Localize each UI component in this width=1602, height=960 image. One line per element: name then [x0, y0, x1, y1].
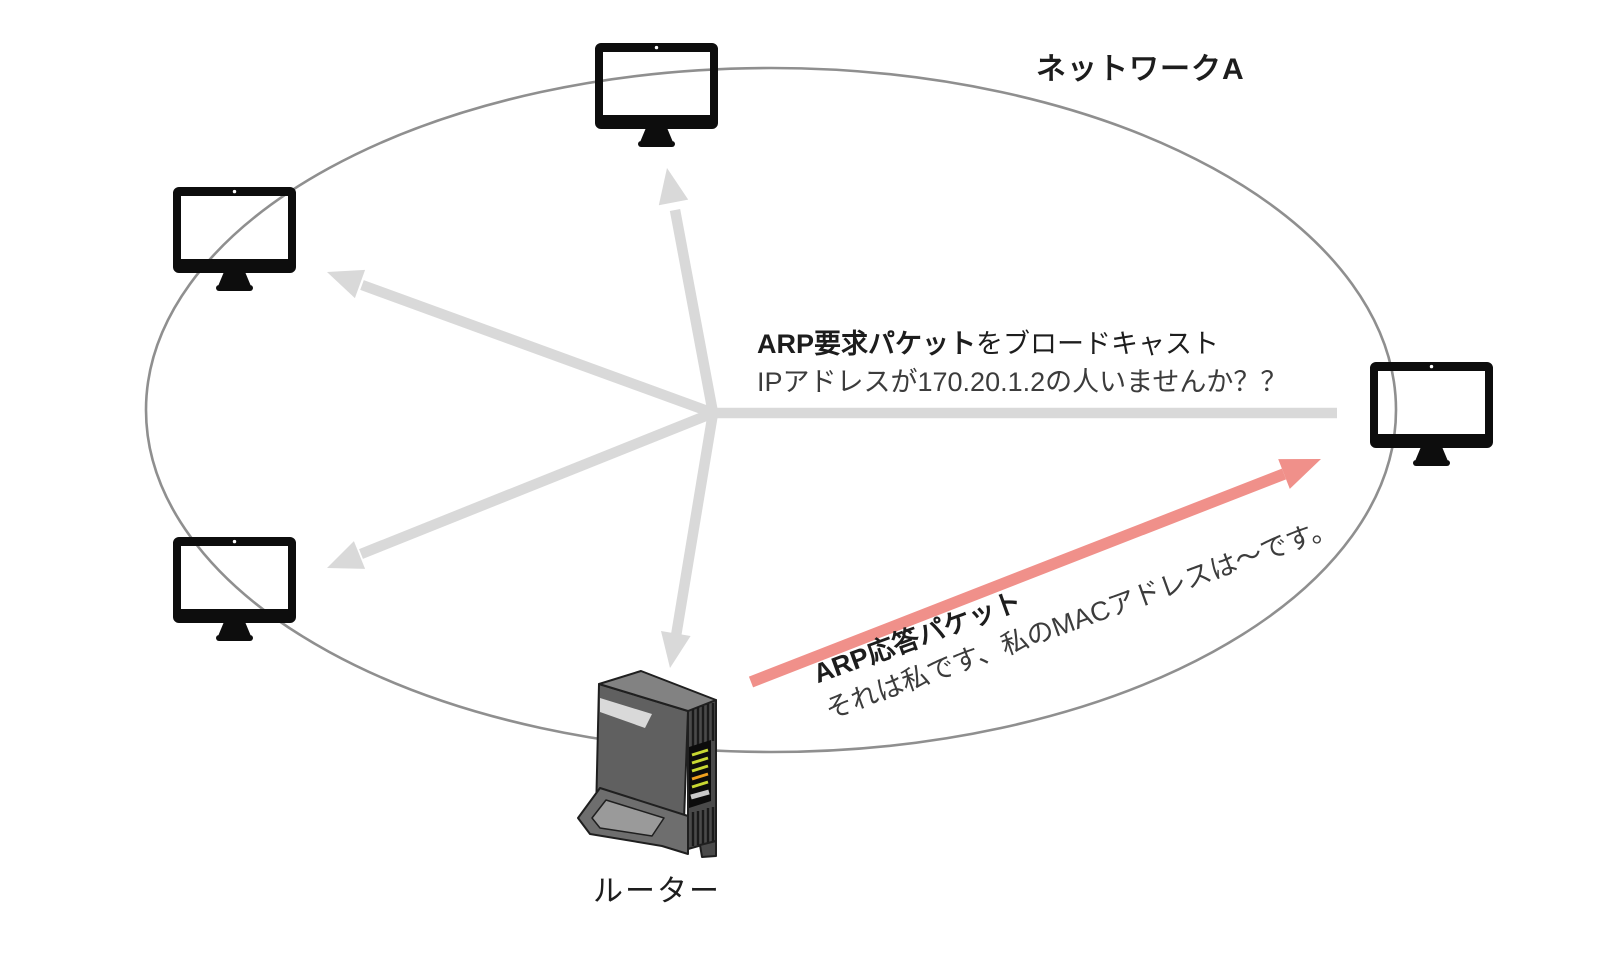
computer-icon-left-lower: [173, 537, 296, 641]
broadcast-arrow-upper-left: [327, 269, 715, 418]
broadcast-caption-line1: ARP要求パケットをブロードキャスト: [757, 328, 1219, 360]
network-title: ネットワークA: [1036, 53, 1245, 86]
router-label: ルーター: [593, 875, 721, 908]
arp-reply-arrow: [748, 459, 1321, 688]
router-vents-top: [691, 703, 715, 746]
broadcast-caption-line2: IPアドレスが170.20.1.2の人いませんか？？: [757, 367, 1288, 397]
router-leds: [690, 748, 710, 800]
router-stripe: [600, 698, 652, 728]
broadcast-arrows: [327, 168, 1337, 668]
router-icon: [577, 670, 717, 858]
broadcast-caption-rest: をブロードキャスト: [976, 329, 1220, 359]
network-boundary-ellipse: [144, 66, 1398, 754]
computer-icon-top: [595, 43, 718, 147]
broadcast-arrow-down: [661, 412, 719, 668]
computer-icon-right: [1370, 362, 1493, 466]
broadcast-arrow-lower-left: [327, 408, 715, 569]
router-vents-bottom: [691, 807, 715, 846]
broadcast-arrow-up: [658, 168, 719, 414]
computer-icon-left-upper: [173, 187, 296, 291]
router-top-face: [598, 670, 717, 712]
router-foot-right: [699, 840, 717, 858]
router-foot-notch: [591, 799, 665, 837]
broadcast-caption-bold: ARP要求パケット: [757, 329, 977, 359]
